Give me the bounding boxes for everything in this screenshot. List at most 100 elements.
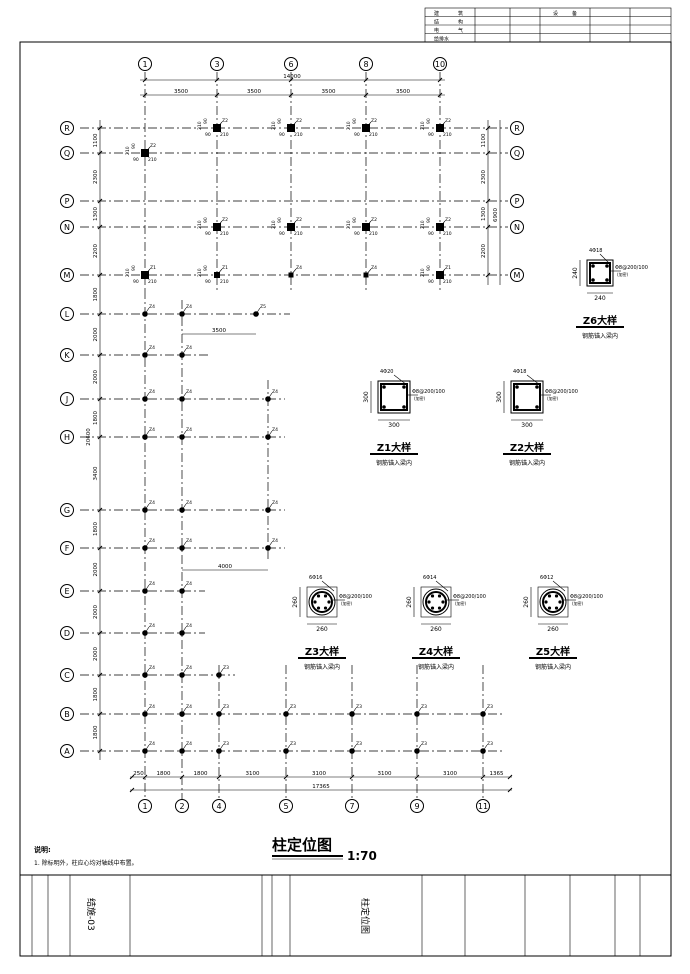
detail-width: 300 (388, 422, 400, 429)
col-dim: 210 (271, 220, 277, 229)
dim-left-bay: 2000 (93, 647, 99, 661)
table-cell: 设 (553, 10, 558, 17)
col-dim: 210 (346, 220, 352, 229)
detail-leader (599, 253, 611, 265)
col-dim: 210 (197, 121, 203, 130)
dim-4000: 4000 (218, 564, 232, 570)
detail-title: Z6大样 (583, 314, 617, 327)
dim-tick (97, 748, 103, 754)
dim-bottom-bay: 1365 (490, 771, 504, 777)
dim-top-bay: 3500 (174, 89, 188, 95)
column-tag: Z4 (186, 581, 192, 587)
column-tag: Z1 (445, 265, 451, 271)
dim-bottom-bay: 1800 (194, 771, 208, 777)
grid-bubble-left-K (60, 348, 74, 362)
leader (216, 121, 223, 129)
grid-bubble-left-N (60, 220, 74, 234)
detail-bars: 6Φ12 (540, 575, 553, 581)
dim-left-bay: 1100 (93, 133, 99, 147)
col-dim: 90 (205, 279, 211, 285)
leader (267, 392, 273, 400)
grid-bubble-bottom-11 (476, 799, 490, 813)
grid-bubble-right-M (510, 268, 524, 282)
grid-bubble-left-F (60, 541, 74, 555)
leader (144, 503, 150, 511)
dim-3500: 3500 (212, 328, 226, 334)
grid-bubble-bottom-7 (345, 799, 359, 813)
title-block-name: 柱定位图 (359, 898, 371, 934)
grid-bubble-bottom-11-label: 11 (478, 802, 488, 811)
detail-stirrup-spec: Φ8@200/100 (339, 594, 372, 600)
grid-bubble-left-R (60, 121, 74, 135)
top-table: 建 筑 设 备 结 构 电 气 给排水 (424, 7, 672, 43)
grid-bubble-right-P-label: P (515, 197, 520, 206)
detail-subtitle: 钢筋锚入梁内 (509, 459, 545, 467)
col-dim: 210 (443, 132, 452, 138)
leader (416, 707, 422, 715)
dim-tick (129, 774, 135, 780)
dim-right-bay: 1300 (481, 207, 487, 221)
column-tag: Z4 (149, 704, 155, 710)
col-dim: 90 (277, 217, 283, 223)
detail-spiral (311, 591, 333, 613)
column-tag: Z4 (149, 304, 155, 310)
detail-stirrup-note: (加密) (455, 600, 467, 606)
leader (218, 744, 224, 752)
dim-tick (485, 198, 491, 204)
leader (181, 707, 187, 715)
grid-bubble-left-H-label: H (64, 433, 70, 442)
grid-bubble-left-N-label: N (64, 223, 70, 232)
dim-left-bay: 2200 (93, 244, 99, 258)
dim-tick (97, 545, 103, 551)
leader (365, 220, 372, 228)
leader (439, 121, 446, 129)
table-cell: 构 (458, 19, 463, 26)
leader (290, 268, 297, 276)
col-dim: 90 (426, 118, 432, 124)
table-cell: 备 (572, 10, 577, 17)
detail-bars: 6Φ16 (309, 575, 322, 581)
dim-left-extra: 20600 (86, 428, 92, 446)
col-dim: 90 (352, 118, 358, 124)
dim-bottom-bay: 1800 (157, 771, 171, 777)
grid-bubble-top-3-label: 3 (214, 60, 219, 69)
grid-bubble-top-10 (433, 57, 447, 71)
leader (144, 348, 150, 356)
grid-bubble-right-R-label: R (514, 124, 520, 133)
grid-bubble-left-B (60, 707, 74, 721)
col-dim: 210 (346, 121, 352, 130)
grid-bubble-left-E (60, 584, 74, 598)
dim-tick (97, 125, 103, 131)
column-tag: Z2 (222, 217, 228, 223)
column-tag: Z4 (186, 345, 192, 351)
leader (365, 268, 372, 276)
col-dim: 90 (426, 217, 432, 223)
dim-bottom-bay: 250 (133, 771, 144, 777)
leader (351, 744, 357, 752)
col-dim: 210 (420, 121, 426, 130)
detail-stirrup-spec: Φ8@200/100 (570, 594, 603, 600)
dim-right-total: 6900 (493, 208, 499, 222)
detail-outline (510, 380, 544, 414)
grid-bubble-left-C (60, 668, 74, 682)
detail-stirrup-spec: Φ8@200/100 (453, 594, 486, 600)
detail-title: Z2大样 (510, 441, 544, 454)
dim-tick (97, 224, 103, 230)
leader (144, 430, 150, 438)
col-dim: 90 (277, 118, 283, 124)
leader (181, 430, 187, 438)
dim-tick (283, 774, 289, 780)
drawing-scale: 1:70 (347, 849, 377, 863)
detail-title: Z3大样 (305, 645, 339, 658)
detail-rebar (591, 264, 595, 268)
column-tag: Z4 (296, 265, 302, 271)
leader (267, 541, 273, 549)
detail-width: 260 (430, 626, 442, 633)
grid-bubble-left-A-label: A (64, 747, 70, 756)
col-dim: 90 (354, 132, 360, 138)
detail-rebar (430, 594, 435, 598)
grid-bubble-top-6-label: 6 (288, 60, 293, 69)
column-tag: Z4 (272, 538, 278, 544)
detail-stirrup-note: (加密) (572, 600, 584, 606)
